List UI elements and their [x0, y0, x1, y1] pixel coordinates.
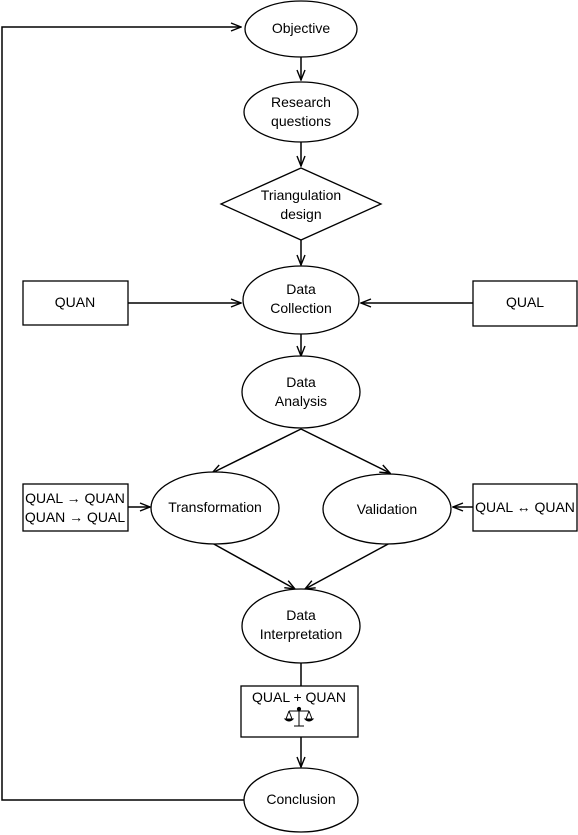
svg-text:QUAL: QUAL [506, 294, 544, 310]
transform-box-line-2: QUAN → QUAL [25, 509, 126, 525]
edge-transformation-to-interpretation [211, 542, 295, 589]
edges [1, 27, 473, 801]
svg-text:Conclusion: Conclusion [266, 791, 335, 807]
transformation-ellipse [150, 471, 280, 545]
node-quan: QUAN [22, 280, 129, 326]
node-validation: Validation [322, 473, 452, 545]
qual-label: QUAL [506, 294, 544, 310]
svg-text:QUAN: QUAN [55, 294, 95, 310]
svg-text:Analysis: Analysis [275, 393, 327, 409]
svg-text:design: design [280, 206, 321, 222]
triangulation-design-diamond [219, 167, 383, 241]
svg-text:questions: questions [271, 113, 331, 129]
node-data-interpretation: Data Interpretation [241, 588, 361, 664]
node-research-questions: Research questions [243, 81, 359, 143]
svg-text:Data: Data [286, 374, 316, 390]
research-questions-label-line-2: questions [271, 113, 331, 129]
data-collection-label-line-2: Collection [270, 300, 331, 316]
data-analysis-label-line-1: Data [286, 374, 316, 390]
transform-box-line-1: QUAL → QUAN [25, 490, 125, 506]
validation-label: Validation [357, 501, 417, 517]
data-interpretation-ellipse [241, 588, 361, 664]
svg-text:Research: Research [271, 94, 331, 110]
svg-text:Triangulation: Triangulation [261, 187, 341, 203]
data-collection-ellipse [242, 265, 360, 335]
node-triangulation-design: Triangulation design [219, 167, 383, 241]
svg-text:QUAN → QUAL: QUAN → QUAL [25, 509, 126, 525]
quan-box [22, 280, 129, 326]
triangulation-design-label-line-1: Triangulation [261, 187, 341, 203]
svg-text:Data: Data [286, 281, 316, 297]
svg-text:Interpretation: Interpretation [260, 626, 343, 642]
data-analysis-ellipse [241, 355, 361, 429]
qual-box [472, 280, 578, 327]
research-questions-label-line-1: Research [271, 94, 331, 110]
svg-text:QUAL + QUAN: QUAL + QUAN [252, 689, 346, 705]
conclusion-ellipse [243, 767, 359, 833]
validation-box-label: QUAL ↔ QUAN [475, 499, 575, 515]
node-transformation: Transformation [150, 471, 280, 545]
svg-text:Transformation: Transformation [168, 499, 262, 515]
objective-ellipse [244, 0, 358, 58]
transformation-label: Transformation [168, 499, 262, 515]
balance-scale-icon [283, 706, 315, 727]
node-objective: Objective [244, 0, 358, 58]
combine-box-label: QUAL + QUAN [252, 689, 346, 705]
svg-text:Data: Data [286, 607, 316, 623]
node-data-analysis: Data Analysis [241, 355, 361, 429]
conclusion-label: Conclusion [266, 791, 335, 807]
data-interpretation-label-line-1: Data [286, 607, 316, 623]
node-validation-box: QUAL ↔ QUAN [472, 483, 578, 532]
quan-label: QUAN [55, 294, 95, 310]
svg-text:Validation: Validation [357, 501, 417, 517]
node-transform-box: QUAL → QUAN QUAN → QUAL [22, 483, 129, 532]
edge-analysis-to-validation [300, 428, 390, 473]
edge-analysis-to-transformation [212, 428, 302, 473]
transform-direction-box [22, 483, 129, 532]
objective-label: Objective [272, 20, 331, 36]
svg-text:Objective: Objective [272, 20, 331, 36]
triangulation-design-label-line-2: design [280, 206, 321, 222]
svg-text:Collection: Collection [270, 300, 331, 316]
svg-text:QUAL → QUAN: QUAL → QUAN [25, 490, 125, 506]
validation-direction-box [472, 483, 578, 532]
node-data-collection: Data Collection [242, 265, 360, 335]
node-conclusion: Conclusion [243, 767, 359, 833]
edge-validation-to-interpretation [305, 542, 391, 589]
data-analysis-label-line-2: Analysis [275, 393, 327, 409]
research-questions-ellipse [243, 81, 359, 143]
data-collection-label-line-1: Data [286, 281, 316, 297]
data-interpretation-label-line-2: Interpretation [260, 626, 343, 642]
edge-conclusion-feedback-to-objective [1, 27, 244, 801]
svg-text:QUAL ↔ QUAN: QUAL ↔ QUAN [475, 499, 575, 515]
node-combine-box: QUAL + QUAN [240, 685, 359, 738]
validation-ellipse [322, 473, 452, 545]
node-qual: QUAL [472, 280, 578, 327]
